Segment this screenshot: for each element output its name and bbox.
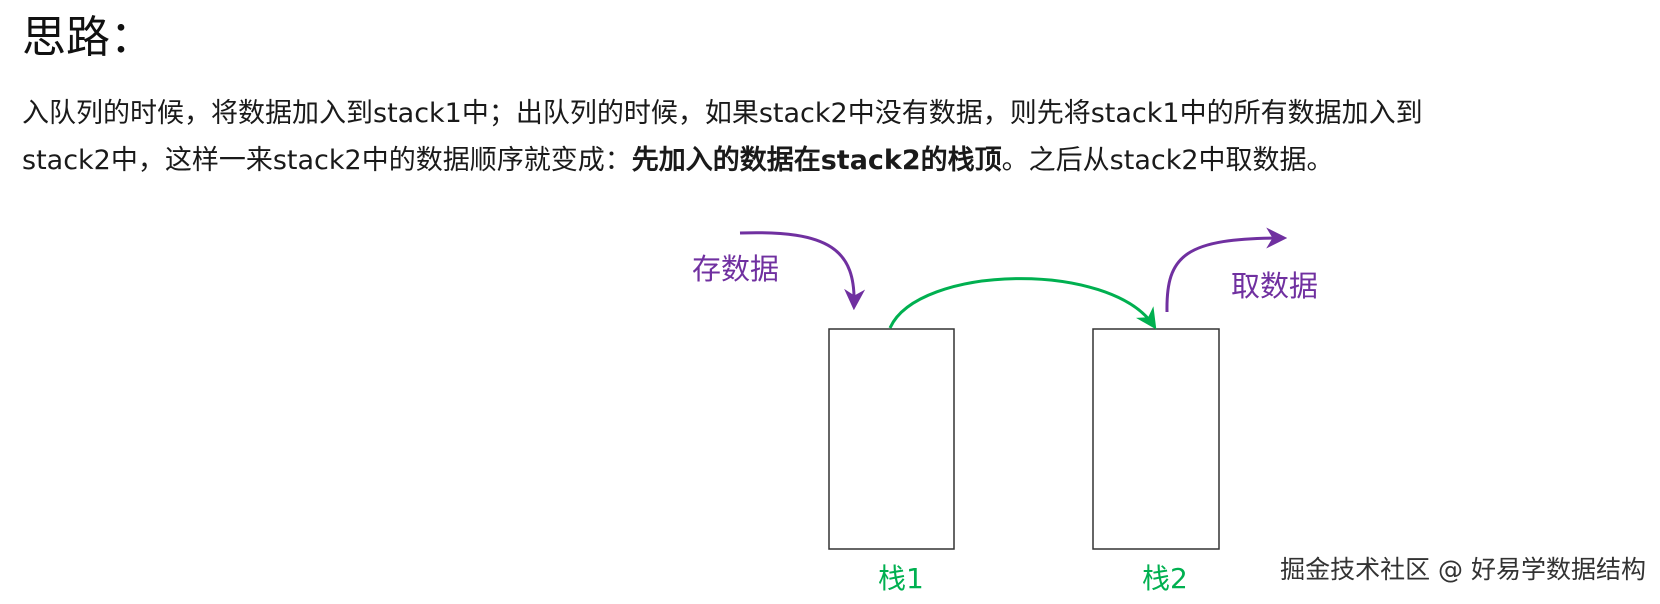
watermark: 掘金技术社区 @ 好易学数据结构 xyxy=(1280,555,1646,584)
stack2-label: 栈2 xyxy=(1142,562,1188,595)
section-heading: 思路： xyxy=(22,12,154,63)
description-paragraph: 入队列的时候，将数据加入到stack1中；出队列的时候，如果stack2中没有数… xyxy=(22,90,1642,184)
paragraph-line-2: stack2中，这样一来stack2中的数据顺序就变成：先加入的数据在stack… xyxy=(22,137,1642,184)
fetch-data-label: 取数据 xyxy=(1231,269,1319,303)
paragraph-line-2-end: 。之后从stack2中取数据。 xyxy=(1001,145,1334,176)
paragraph-line-1: 入队列的时候，将数据加入到stack1中；出队列的时候，如果stack2中没有数… xyxy=(22,98,1423,129)
stack1-label: 栈1 xyxy=(878,562,924,595)
transfer-arrow xyxy=(888,277,1157,330)
stack2-box xyxy=(1092,328,1220,550)
paragraph-emphasis: 先加入的数据在stack2的栈顶 xyxy=(631,145,1002,176)
stack1-box xyxy=(828,328,955,550)
store-data-label: 存数据 xyxy=(692,252,780,286)
paragraph-line-2-start: stack2中，这样一来stack2中的数据顺序就变成： xyxy=(22,145,632,176)
store-data-arrow xyxy=(739,231,866,311)
fetch-data-arrow xyxy=(1165,227,1288,313)
